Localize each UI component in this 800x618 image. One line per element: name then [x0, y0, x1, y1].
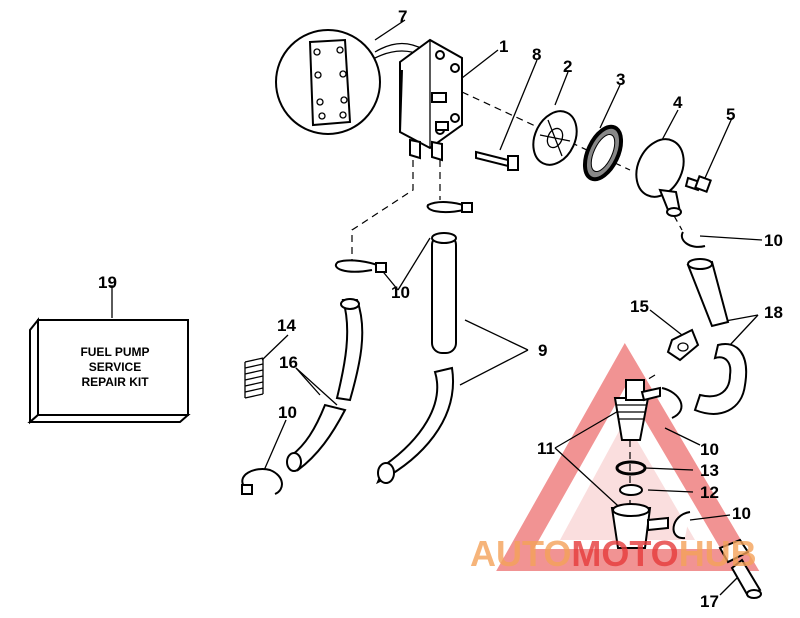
callout-14: 14 — [277, 316, 296, 335]
watermark-part-3: HUB — [679, 533, 757, 574]
fuel-filter-part-11 — [610, 379, 669, 549]
callout-8: 8 — [532, 45, 541, 64]
callout-18: 18 — [764, 303, 783, 322]
callout-numbers: 7 1 8 2 3 4 5 10 10 19 14 9 16 10 15 18 … — [98, 7, 783, 611]
hoses-part-18 — [686, 258, 748, 415]
callout-11: 11 — [537, 439, 555, 458]
callout-4: 4 — [673, 93, 683, 112]
callout-3: 3 — [616, 70, 625, 89]
callout-5: 5 — [726, 105, 735, 124]
hoses-part-16 — [286, 298, 364, 472]
callout-16: 16 — [279, 353, 298, 372]
watermark-part-2: MOTO — [571, 533, 678, 574]
callout-9: 9 — [538, 341, 547, 360]
fuel-hoses-part-9 — [376, 232, 457, 485]
callout-2: 2 — [563, 57, 572, 76]
kit-label-line-3: REPAIR KIT — [81, 375, 149, 389]
o-rings-part-12-13 — [615, 460, 647, 496]
svg-text:AUTOMOTOHUB: AUTOMOTOHUB — [470, 533, 757, 574]
spring-part-14 — [244, 357, 264, 399]
callout-13: 13 — [700, 461, 719, 480]
screw-part-8 — [475, 150, 519, 171]
fitting-part-17 — [718, 538, 762, 599]
callout-10-right-middle: 10 — [700, 440, 719, 459]
callout-17: 17 — [700, 592, 719, 611]
bracket-part-15 — [666, 328, 700, 362]
leader-lines — [261, 19, 763, 596]
filter-cover-part-4 — [635, 138, 685, 217]
gasket-detail — [275, 29, 426, 135]
callout-15: 15 — [630, 297, 649, 316]
watermark-part-1: AUTO — [470, 533, 571, 574]
fuel-pump-body — [399, 38, 463, 162]
callout-7: 7 — [398, 7, 407, 26]
filter-screen-part-3 — [582, 124, 624, 182]
repair-kit-box — [27, 285, 191, 425]
callout-19: 19 — [98, 273, 117, 292]
hose-clamps-part-10 — [241, 201, 706, 540]
callout-10-right-bottom: 10 — [732, 504, 751, 523]
diaphragm-part-2 — [532, 110, 578, 166]
callout-10-left: 10 — [278, 403, 297, 422]
watermark-text: AUTOMOTOHUB — [470, 533, 757, 574]
callout-1: 1 — [499, 37, 508, 56]
callout-10-right-top: 10 — [764, 231, 783, 250]
callout-12: 12 — [700, 483, 719, 502]
kit-label-line-2: SERVICE — [89, 360, 141, 374]
kit-label-line-1: FUEL PUMP — [80, 345, 149, 359]
callout-10-center: 10 — [391, 283, 410, 302]
repair-kit-label: FUEL PUMP SERVICE REPAIR KIT — [80, 345, 149, 389]
bolt-part-5 — [684, 175, 712, 193]
